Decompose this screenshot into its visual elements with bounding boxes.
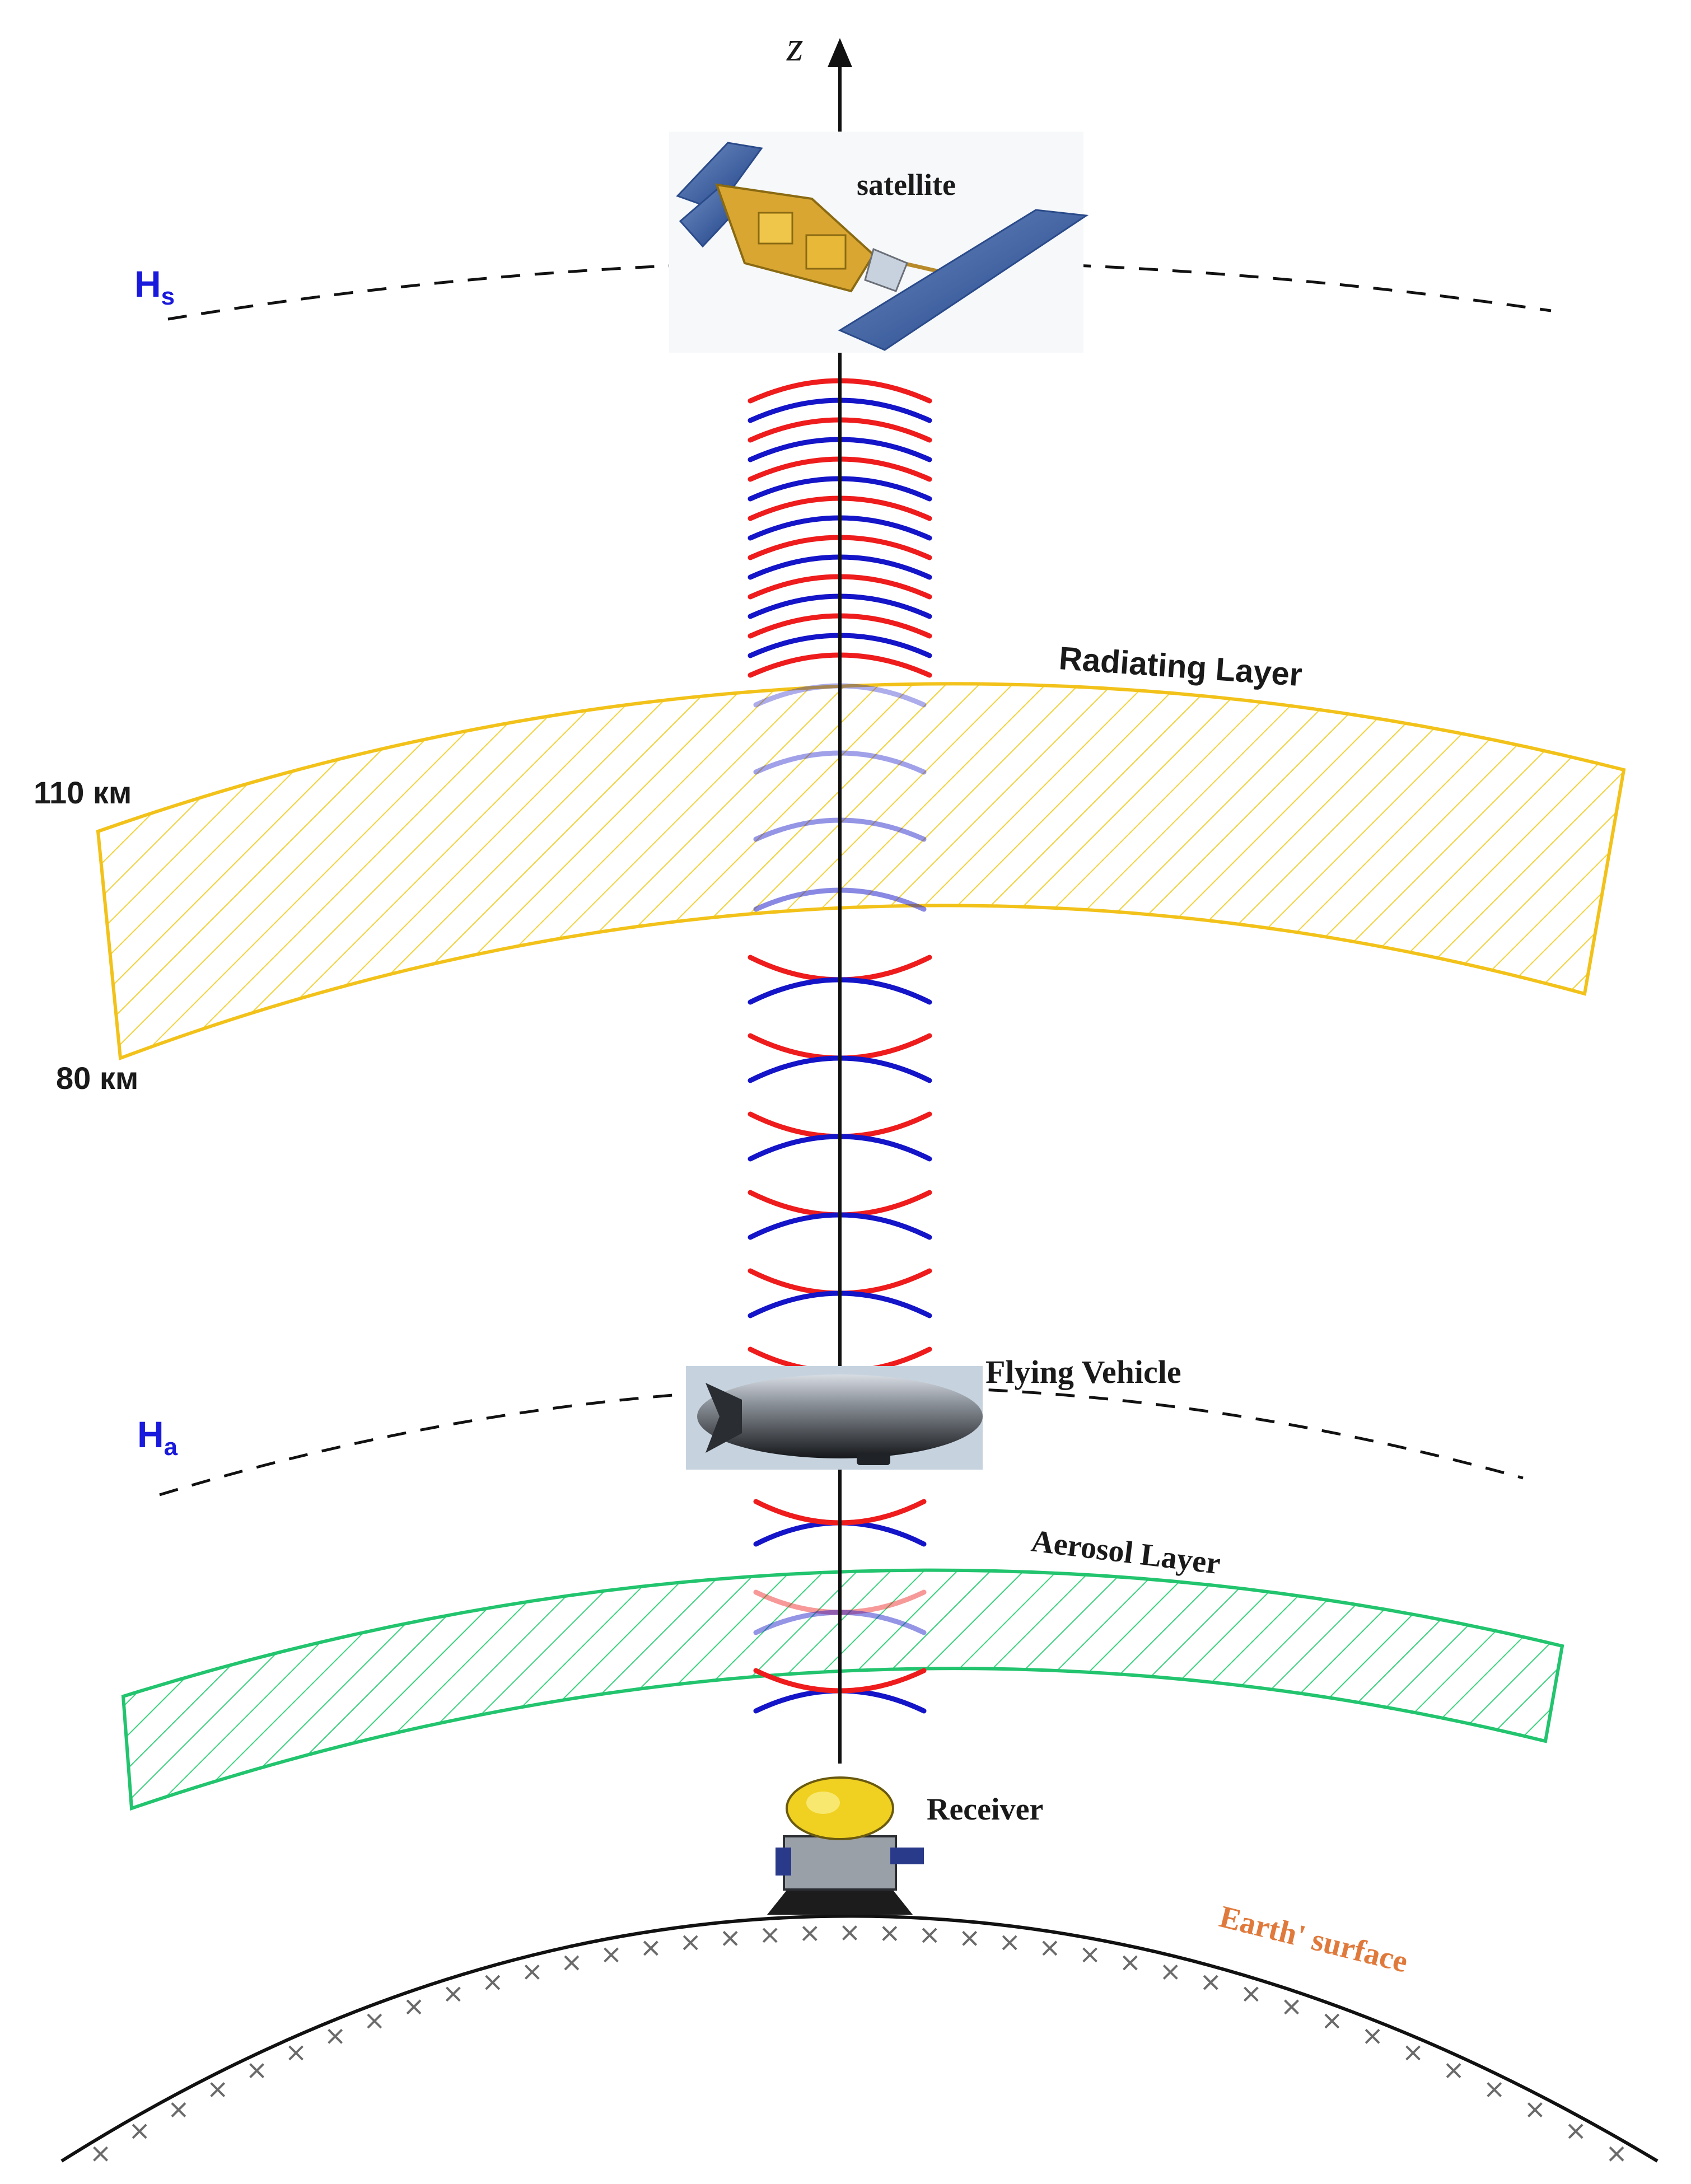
earth-surface-mark — [524, 1965, 540, 1980]
satellite-body-module — [805, 234, 847, 270]
earth-surface-mark — [722, 1930, 738, 1946]
earth-surface-arc — [60, 1914, 1659, 2163]
earth-surface-mark — [485, 1975, 501, 1990]
earth-surface-mark — [367, 2013, 382, 2029]
earth-surface-mark — [1082, 1947, 1097, 1963]
earth-surface-mark — [564, 1955, 580, 1971]
airship-envelope — [697, 1374, 983, 1458]
earth-surface-mark — [683, 1935, 698, 1951]
receiver-frame — [783, 1835, 897, 1891]
earth-surface-mark — [1527, 2102, 1543, 2118]
earth-surface-label: Earth' surface — [1216, 1899, 1412, 1979]
earth-surface-mark — [1002, 1935, 1017, 1951]
earth-surface-mark — [328, 2028, 343, 2044]
hs-label: Hs — [134, 263, 175, 310]
flying-vehicle-icon — [686, 1366, 983, 1470]
aerosol-layer-band — [121, 1568, 1564, 1811]
earth-surface-marks — [93, 1925, 1624, 2162]
earth-surface-mark — [1446, 2063, 1461, 2079]
earth-surface-mark — [604, 1947, 619, 1963]
earth-surface-mark — [249, 2063, 265, 2079]
earth-surface-mark — [1243, 1986, 1259, 2002]
earth-surface-mark — [288, 2045, 303, 2061]
altitude-80-label: 80 км — [56, 1060, 138, 1096]
airship-gondola — [857, 1453, 890, 1465]
earth-surface-mark — [1568, 2124, 1583, 2139]
earth-surface-mark — [1487, 2082, 1502, 2097]
earth-surface — [60, 1914, 1659, 2163]
altitude-110-label: 110 км — [34, 775, 132, 810]
satellite-instrument — [864, 247, 908, 292]
earth-surface-mark — [762, 1928, 778, 1943]
earth-surface-mark — [643, 1940, 658, 1956]
earth-surface-mark — [1324, 2013, 1340, 2029]
earth-surface-mark — [1284, 1999, 1299, 2015]
earth-surface-mark — [962, 1930, 978, 1946]
radiating-layer-label: Radiating Layer — [1058, 640, 1304, 693]
earth-surface-mark — [1405, 2045, 1421, 2061]
satellite-icon: satellite — [669, 132, 1089, 353]
earth-surface-mark — [1203, 1975, 1218, 1990]
receiver-dome-highlight — [806, 1792, 840, 1814]
z-axis-label: z — [786, 23, 804, 70]
earth-surface-mark — [132, 2124, 147, 2139]
earth-surface-mark — [1365, 2028, 1380, 2044]
airship-tail-fin — [706, 1383, 742, 1453]
receiver-side-module — [890, 1848, 924, 1864]
satellite-label: satellite — [857, 168, 956, 202]
earth-surface-mark — [842, 1925, 857, 1940]
earth-surface-mark — [1609, 2146, 1624, 2162]
flying-vehicle-label: Flying Vehicle — [985, 1354, 1181, 1390]
z-axis-arrowhead — [828, 38, 852, 67]
earth-surface-mark — [445, 1986, 461, 2002]
receiver-label: Receiver — [927, 1792, 1043, 1827]
ha-label: Ha — [137, 1414, 178, 1461]
receiver-icon: Receiver — [767, 1776, 1043, 1915]
receiver-base — [767, 1887, 913, 1915]
radiating-layer-band — [96, 682, 1626, 1061]
earth-surface-mark — [1162, 1965, 1178, 1980]
earth-surface-mark — [1042, 1940, 1058, 1956]
earth-surface-mark — [1122, 1955, 1138, 1971]
earth-surface-mark — [802, 1926, 818, 1942]
receiver-side-module — [776, 1848, 791, 1876]
earth-surface-mark — [882, 1926, 898, 1942]
earth-surface-mark — [93, 2146, 108, 2162]
satellite-body-module — [758, 212, 793, 245]
satellite-right-panel — [838, 209, 1089, 351]
earth-surface-mark — [210, 2082, 226, 2097]
ha-altitude-arc — [159, 1385, 1524, 1496]
earth-surface-mark — [922, 1928, 937, 1943]
earth-surface-mark — [406, 1999, 422, 2015]
earth-surface-mark — [171, 2102, 186, 2118]
receiver-dome — [786, 1776, 894, 1840]
